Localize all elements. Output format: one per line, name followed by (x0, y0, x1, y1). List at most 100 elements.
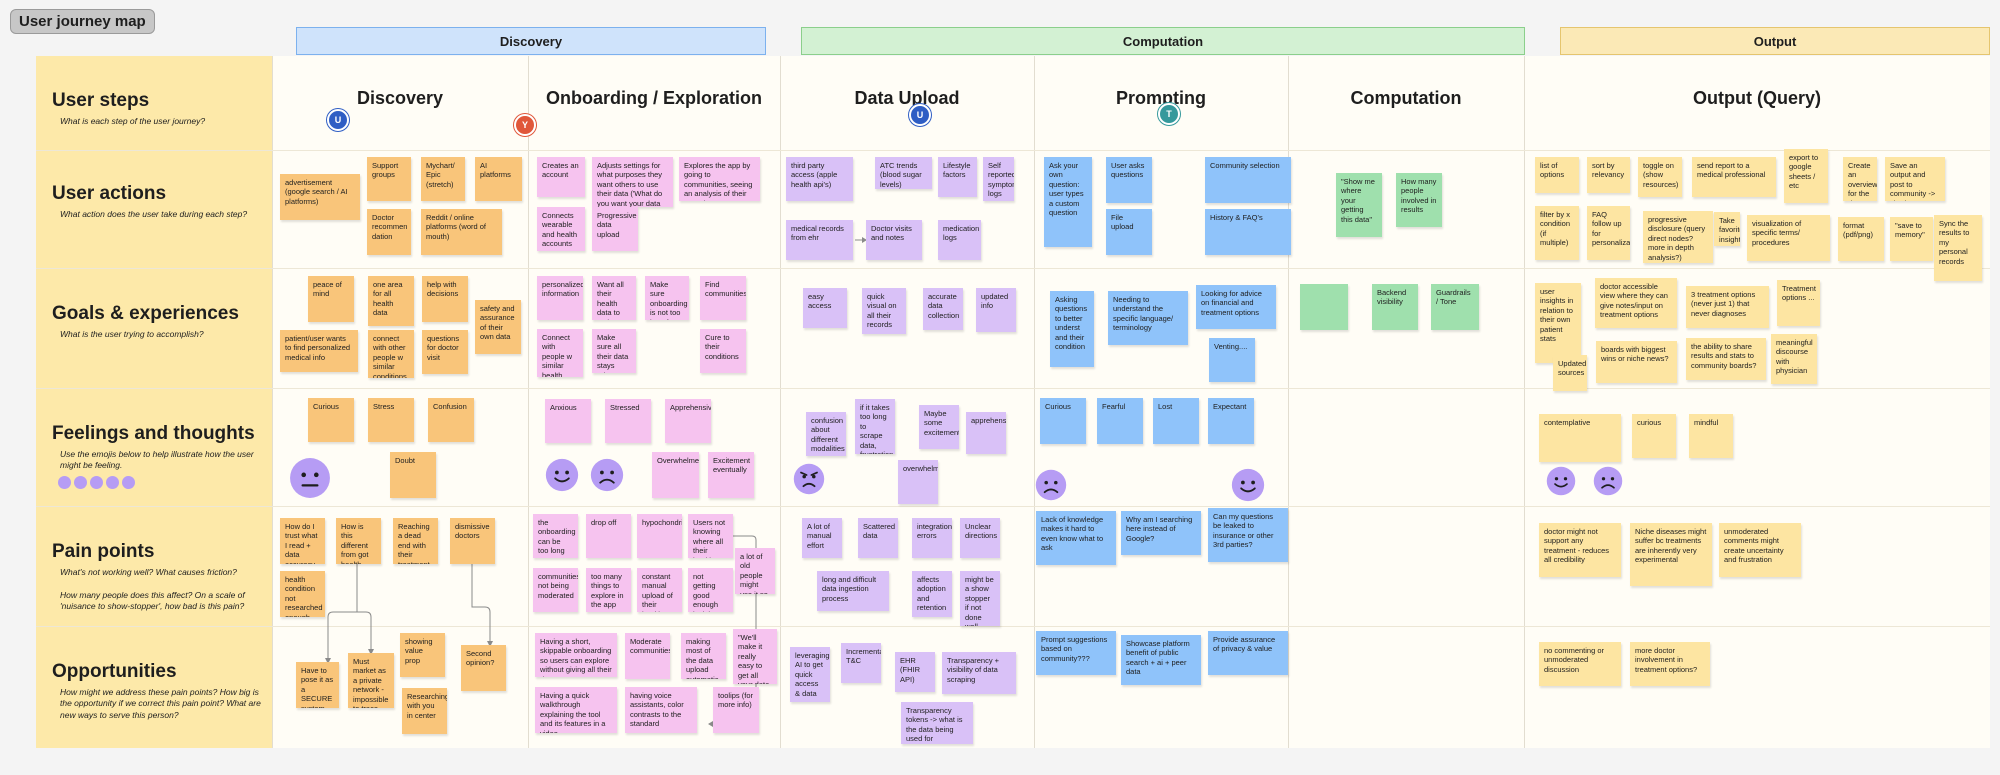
sticky-note[interactable]: Support groups (367, 157, 411, 201)
sticky-note[interactable]: doctor might not support any treatment -… (1539, 523, 1621, 577)
sticky-note[interactable]: Lack of knowledge makes it hard to even … (1036, 511, 1116, 565)
sticky-note[interactable]: Transparency tokens -> what is the data … (901, 702, 973, 744)
sticky-note[interactable]: Showcase platform benefit of public sear… (1121, 635, 1201, 685)
sticky-note[interactable]: Confusion (428, 398, 474, 442)
sticky-note[interactable]: Progressive data upload (592, 207, 638, 251)
sticky-note[interactable]: patient/user wants to find personalized … (280, 330, 358, 372)
sticky-note[interactable]: affects adoption and retention (912, 571, 952, 617)
sticky-note[interactable]: quick visual on all their records (862, 288, 906, 334)
sticky-note[interactable]: Excitement eventually (708, 452, 754, 498)
sticky-note[interactable]: updated info (976, 288, 1016, 332)
sticky-note[interactable]: easy access (803, 288, 847, 328)
sticky-note[interactable]: Creates an account (537, 157, 585, 197)
sticky-note[interactable]: dismissive doctors (450, 518, 495, 564)
face-sad-icon[interactable] (1593, 466, 1623, 496)
sticky-note[interactable]: Mychart/ Epic (stretch) (421, 157, 465, 201)
sticky-note[interactable]: Lost (1153, 398, 1199, 444)
sticky-note[interactable]: Create an overview for the doctor (1843, 157, 1877, 201)
sticky-note[interactable]: ATC trends (blood sugar levels) (875, 157, 932, 189)
sticky-note[interactable]: Stressed (605, 399, 651, 443)
sticky-note[interactable]: Researching with you in center (402, 688, 447, 734)
avatar[interactable]: T (1158, 103, 1180, 125)
sticky-note[interactable]: Find communities (700, 276, 746, 320)
sticky-note[interactable]: safety and assurance of their own data (475, 300, 521, 354)
sticky-note[interactable]: Why am I searching here instead of Googl… (1121, 511, 1201, 555)
sticky-note[interactable]: confusion about different modalities (806, 412, 846, 456)
sticky-note[interactable]: "save to memory" (1890, 217, 1933, 261)
sticky-note[interactable]: drop off (586, 514, 631, 558)
sticky-note[interactable]: sort by relevancy (1587, 157, 1630, 193)
sticky-note[interactable]: Stress (368, 398, 414, 442)
sticky-note[interactable]: Backend visibility (1372, 284, 1418, 330)
avatar[interactable]: Y (514, 114, 536, 136)
sticky-note[interactable]: Expectant (1208, 398, 1254, 444)
sticky-note[interactable]: if it takes too long to scrape data, fru… (855, 399, 895, 454)
sticky-note[interactable]: How is this different from got health an… (336, 518, 381, 564)
phase-header-computation[interactable]: Computation (801, 27, 1525, 55)
sticky-note[interactable]: Curious (308, 398, 354, 442)
sticky-note[interactable]: constant manual upload of their health d… (637, 568, 682, 612)
sticky-note[interactable]: Niche diseases might suffer bc treatment… (1630, 523, 1712, 586)
sticky-note[interactable]: Having a quick walkthrough explaining th… (535, 687, 617, 733)
sticky-note[interactable]: Moderate communities (625, 633, 670, 679)
sticky-note[interactable]: Self reported symptom logs (983, 157, 1014, 201)
face-neutral-icon[interactable] (289, 457, 331, 499)
sticky-note[interactable]: toolips (for more info) (713, 687, 759, 733)
sticky-note[interactable]: Doctor recommen dation (367, 209, 411, 255)
sticky-note[interactable]: unmoderated comments might create uncert… (1719, 523, 1801, 577)
sticky-note[interactable]: a lot of old people might use it so acce… (735, 548, 775, 594)
sticky-note[interactable]: contemplative (1539, 414, 1621, 462)
emoji-neutral-icon[interactable] (90, 476, 103, 489)
sticky-note[interactable] (1300, 284, 1348, 330)
sticky-note[interactable]: Guardrails / Tone (1431, 284, 1479, 330)
face-smile-icon[interactable] (545, 458, 579, 492)
sticky-note[interactable]: making most of the data upload automatic (681, 633, 726, 679)
sticky-note[interactable]: Lifestyle factors (938, 157, 977, 197)
sticky-note[interactable]: curious (1632, 414, 1676, 458)
sticky-note[interactable]: no commenting or unmoderated discussion (1539, 642, 1621, 686)
sticky-note[interactable]: Unclear directions (960, 518, 1000, 558)
sticky-note[interactable]: doctor accessible view where they can gi… (1595, 278, 1677, 328)
sticky-note[interactable]: History & FAQ's (1205, 209, 1291, 255)
sticky-note[interactable]: Needing to understand the specific langu… (1108, 291, 1188, 345)
sticky-note[interactable]: medication logs (938, 220, 981, 260)
sticky-note[interactable]: Adjusts settings for what purposes they … (592, 157, 673, 207)
sticky-note[interactable]: the ability to share results and stats t… (1686, 338, 1766, 380)
sticky-note[interactable]: File upload (1106, 209, 1152, 255)
sticky-note[interactable]: toggle on (show resources) (1638, 157, 1682, 197)
sticky-note[interactable]: meaningful discourse with physician (1771, 334, 1817, 384)
emoji-happy-icon[interactable] (58, 476, 71, 489)
sticky-note[interactable]: visualization of specific terms/ procedu… (1747, 215, 1830, 261)
sticky-note[interactable]: Doctor visits and notes (866, 220, 922, 260)
sticky-note[interactable]: "We'll make it really easy to get all yo… (733, 629, 777, 684)
sticky-note[interactable]: 3 treatment options (never just 1) that … (1686, 286, 1769, 328)
sticky-note[interactable]: not getting good enough insights (688, 568, 733, 612)
emoji-sad-icon[interactable] (106, 476, 119, 489)
sticky-note[interactable]: FAQ follow up for personalization (1587, 206, 1630, 260)
sticky-note[interactable]: too many things to explore in the app (586, 568, 631, 612)
sticky-note[interactable]: showing value prop (400, 633, 445, 677)
sticky-note[interactable]: Want all their health data to make sense (592, 276, 636, 320)
sticky-note[interactable]: Transparency + visibility of data scrapi… (942, 652, 1016, 694)
sticky-note[interactable]: boards with biggest wins or niche news? (1596, 341, 1677, 383)
sticky-note[interactable]: EHR (FHIR API) (895, 652, 935, 692)
sticky-note[interactable]: A lot of manual effort (802, 518, 842, 558)
sticky-note[interactable]: integration errors (912, 518, 952, 558)
sticky-note[interactable]: Prompt suggestions based on community??? (1036, 631, 1116, 675)
sticky-note[interactable]: long and difficult data ingestion proces… (817, 571, 889, 611)
face-sad-icon[interactable] (1035, 469, 1067, 501)
sticky-note[interactable]: format (pdf/png) (1838, 217, 1884, 261)
sticky-note[interactable]: User asks questions (1106, 157, 1152, 203)
sticky-note[interactable]: Anxious (545, 399, 591, 443)
sticky-note[interactable]: Maybe some excitement (919, 405, 959, 449)
sticky-note[interactable]: hypochondria (637, 514, 682, 558)
sticky-note[interactable]: Explores the app by going to communities… (679, 157, 760, 201)
sticky-note[interactable]: might be a show stopper if not done well (960, 571, 1000, 626)
emoji-smile-icon[interactable] (74, 476, 87, 489)
sticky-note[interactable]: Second opinion? (461, 645, 506, 691)
sticky-note[interactable]: export to google sheets / etc (1784, 149, 1828, 203)
sticky-note[interactable]: Can my questions be leaked to insurance … (1208, 508, 1288, 562)
face-smile-icon[interactable] (1231, 468, 1265, 502)
sticky-note[interactable]: peace of mind (308, 276, 354, 322)
sticky-note[interactable]: mindful (1689, 414, 1733, 458)
